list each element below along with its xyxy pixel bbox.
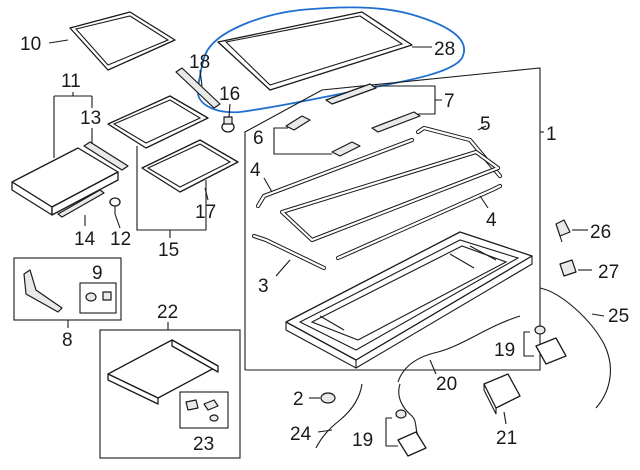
fastener-27[interactable] [559,259,577,277]
label-18[interactable]: 18 [189,52,210,73]
module-21[interactable] [483,373,521,415]
bracket-11 [53,92,93,158]
seal-5[interactable] [415,125,503,179]
leader-10 [48,39,69,44]
label-13[interactable]: 13 [80,108,101,129]
label-5[interactable]: 5 [480,114,491,135]
label-19a[interactable]: 19 [494,340,515,361]
assembly-box-1 [244,67,541,371]
fasteners-9[interactable] [85,291,112,302]
label-26[interactable]: 26 [590,222,611,243]
guide-6b[interactable] [331,141,361,157]
label-16[interactable]: 16 [219,84,240,105]
fasteners-23[interactable] [185,399,219,422]
label-9[interactable]: 9 [92,263,103,284]
rail-13[interactable] [83,141,129,171]
leader-4a [263,177,273,193]
leader-24 [317,429,333,433]
leader-20 [429,359,437,375]
label-4b[interactable]: 4 [486,210,497,231]
fastener-26[interactable] [555,219,571,243]
drain-hose-25[interactable] [539,287,611,409]
bracket-19b [385,417,398,447]
bracket-7b[interactable] [371,111,421,133]
highlight-outline [197,6,465,114]
leader-21 [503,411,507,425]
leader-5 [477,125,487,131]
motor-19a[interactable] [534,325,567,365]
grommet-2[interactable] [320,392,336,404]
sunshade-22[interactable] [107,339,219,405]
label-25[interactable]: 25 [608,306,629,327]
clip-16[interactable] [221,116,235,133]
label-21[interactable]: 21 [496,428,517,449]
label-11[interactable]: 11 [61,71,81,92]
leader-3 [275,259,291,277]
label-7[interactable]: 7 [444,91,455,112]
glass-frame-28[interactable] [217,11,413,91]
deflector-strip-18[interactable] [175,67,221,109]
motor-19b[interactable] [395,409,427,457]
group-box-9 [79,282,117,314]
frame-17[interactable] [141,139,239,193]
label-2[interactable]: 2 [293,389,304,410]
label-23[interactable]: 23 [193,434,214,455]
group-box-22 [99,329,241,459]
group-box-23 [179,391,229,429]
bracket-6 [273,127,332,155]
bracket-15 [136,146,207,238]
clip-bracket[interactable] [23,269,63,313]
leader-17 [204,187,209,201]
label-28[interactable]: 28 [434,39,455,60]
bracket-7a[interactable] [325,83,377,105]
label-6[interactable]: 6 [253,128,264,149]
seal-ring[interactable] [279,149,501,243]
leader-25 [591,313,605,317]
label-14[interactable]: 14 [74,229,96,250]
leader-18 [199,69,203,87]
label-17[interactable]: 17 [195,202,216,223]
sunroof-frame[interactable] [285,231,533,369]
label-1[interactable]: 1 [546,124,557,145]
knob-12[interactable] [109,197,121,214]
label-3[interactable]: 3 [258,276,269,297]
leader-12 [114,213,121,229]
label-15[interactable]: 15 [158,240,179,261]
label-10[interactable]: 10 [20,34,41,55]
glass-panel-10[interactable] [69,11,176,71]
label-8[interactable]: 8 [62,330,73,351]
panel-15[interactable] [107,95,209,149]
rail-14[interactable] [57,189,105,218]
label-22[interactable]: 22 [157,302,178,323]
wiring-20[interactable] [397,315,521,439]
drain-hose-24[interactable] [315,383,363,449]
bracket-7 [375,85,442,115]
label-20[interactable]: 20 [436,374,457,395]
leader-16 [228,103,231,118]
bracket-19a [523,331,534,357]
shade-panel[interactable] [11,147,119,216]
label-4a[interactable]: 4 [250,160,261,181]
label-12[interactable]: 12 [110,229,131,250]
label-27[interactable]: 27 [598,262,619,283]
leader-4b [479,195,489,209]
label-24[interactable]: 24 [290,424,312,445]
guide-6a[interactable] [285,115,311,131]
label-19b[interactable]: 19 [352,430,373,451]
